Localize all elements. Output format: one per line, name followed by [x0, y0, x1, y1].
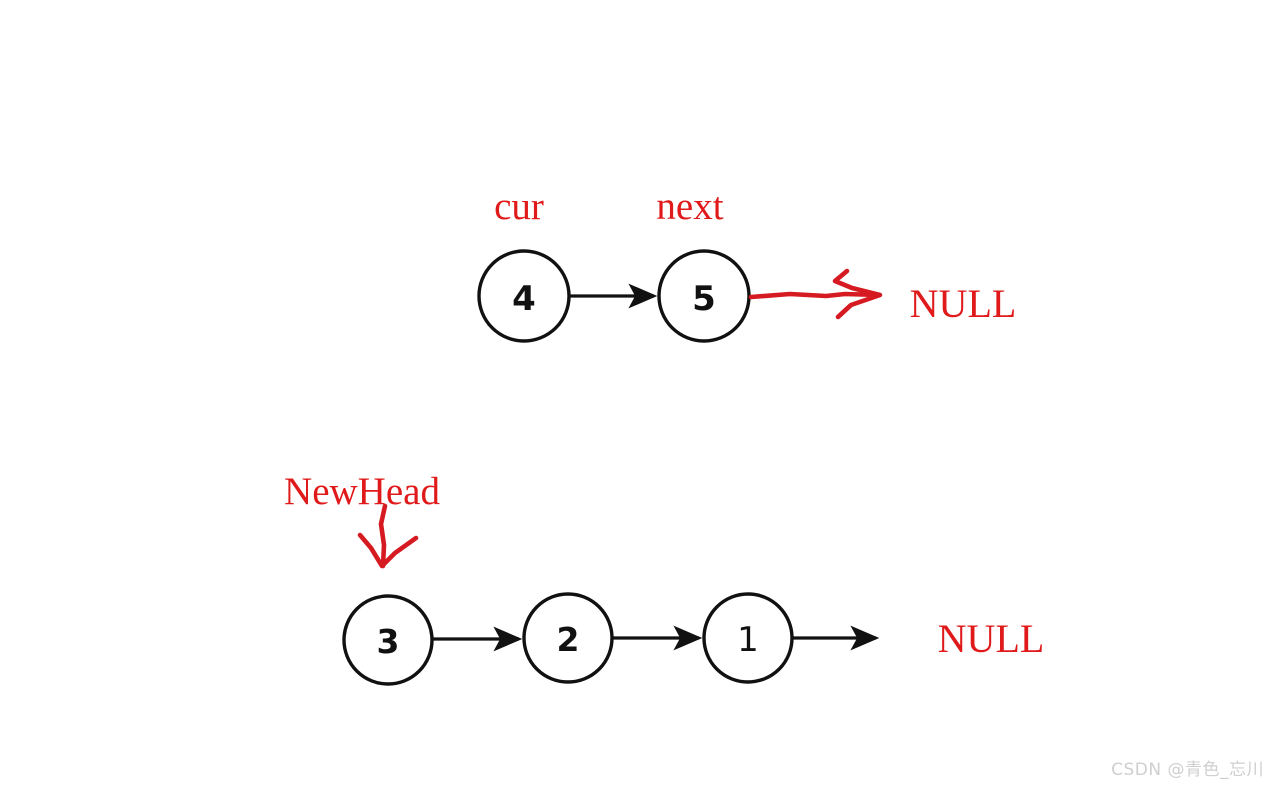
red-arrow-shaft: [748, 291, 881, 300]
node-4: [477, 249, 571, 343]
newhead-arrowhead: [357, 532, 419, 569]
cur-label: cur: [494, 185, 544, 228]
remaining-list-row: cur next 4 5 NULL: [477, 185, 1017, 343]
newhead-arrow-shaft: [378, 503, 388, 569]
node-4-value: 4: [512, 279, 536, 319]
newhead-down-arrow: [357, 503, 419, 569]
node-1-value: 1: [737, 620, 759, 660]
next-label: next: [656, 185, 723, 228]
null-terminator-top: NULL: [910, 281, 1017, 326]
reversed-list-row: NewHead 3 2 1 NULL: [284, 470, 1045, 686]
csdn-watermark: CSDN @青色_忘川: [1111, 760, 1264, 780]
red-null-arrow-top: [748, 268, 883, 320]
node-5-value: 5: [692, 279, 716, 319]
null-terminator-bottom: NULL: [938, 616, 1045, 661]
newhead-label: NewHead: [284, 470, 440, 513]
red-arrowhead: [832, 268, 883, 320]
node-3-value: 3: [377, 622, 400, 661]
node-2-value: 2: [557, 620, 580, 659]
